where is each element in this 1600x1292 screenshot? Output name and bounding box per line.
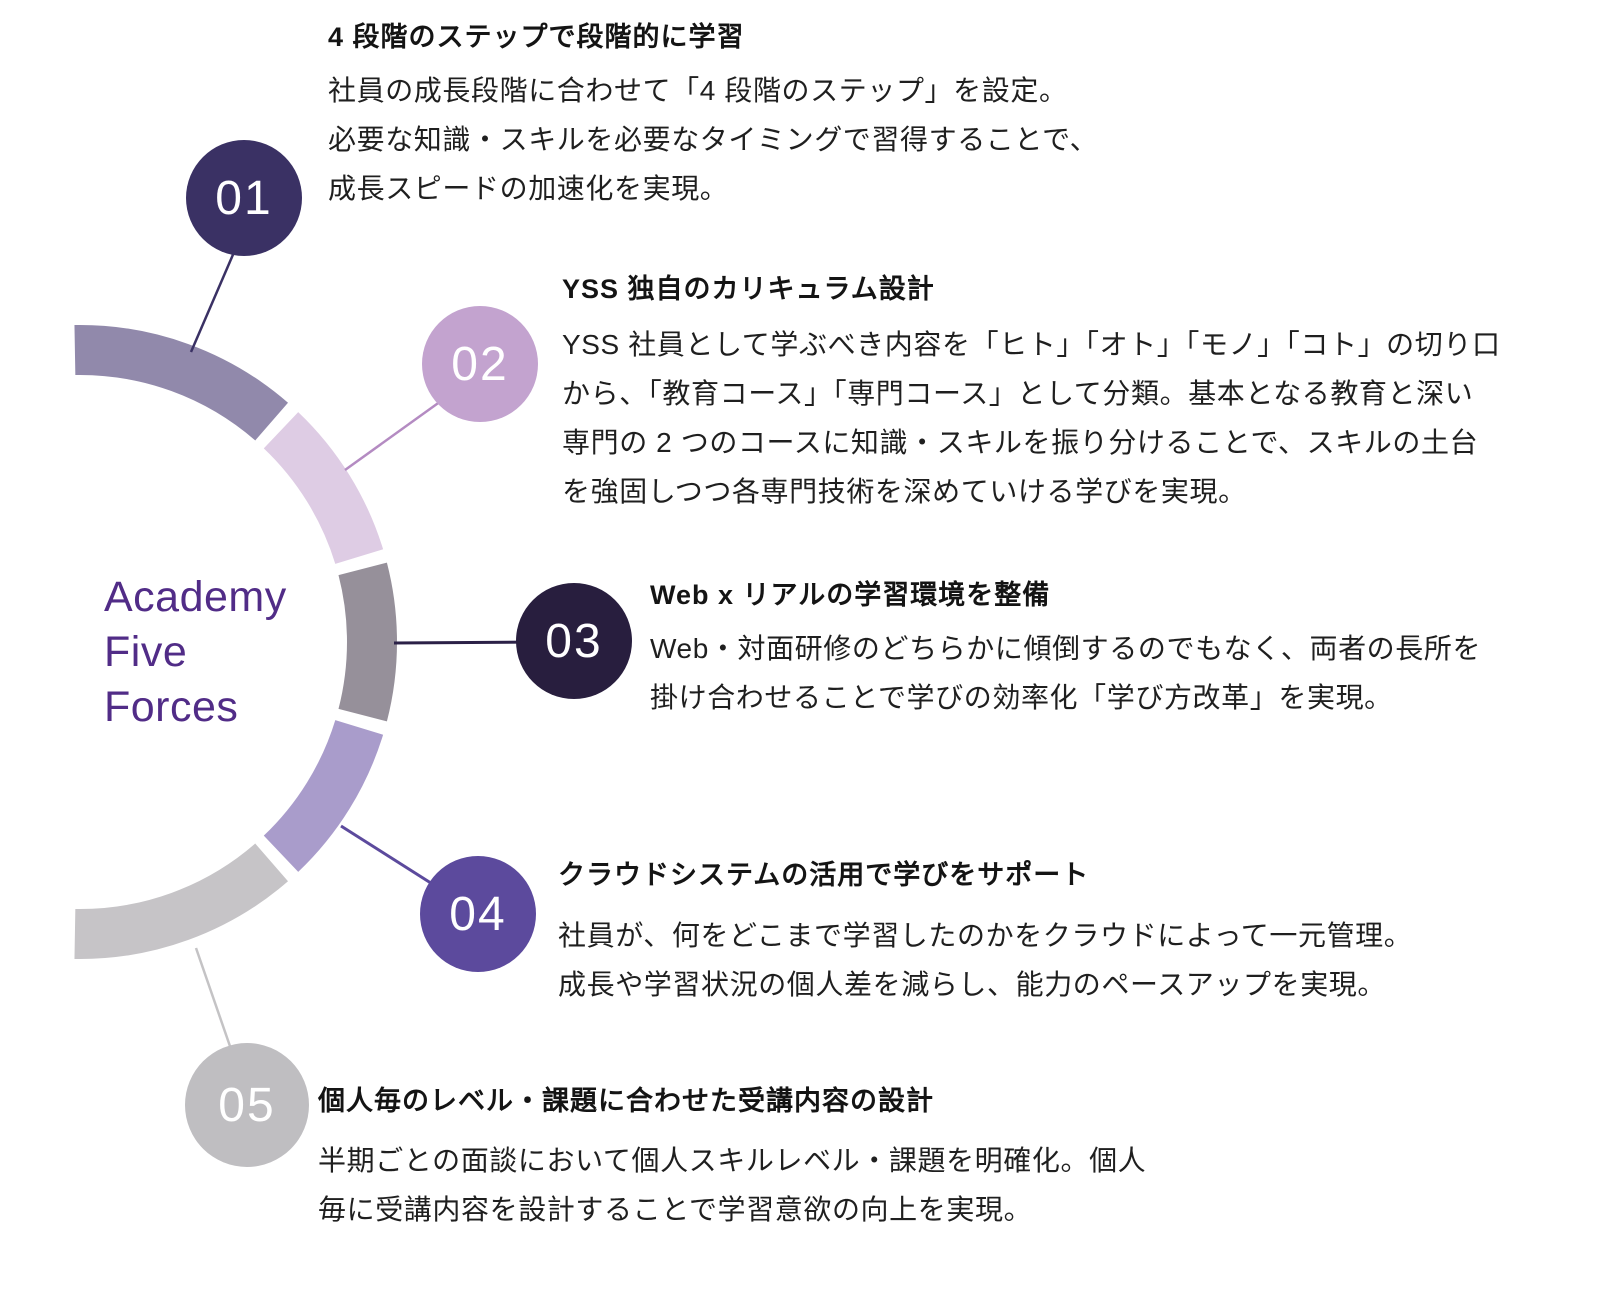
step-4-body-line: 成長や学習状況の個人差を減らし、能力のペースアップを実現。 bbox=[558, 969, 1387, 1000]
step-1-body: 社員の成長段階に合わせて「4 段階のステップ」を設定。 必要な知識・スキルを必要… bbox=[328, 66, 1098, 213]
step-2-body-line: 専門の 2 つのコースに知識・スキルを振り分けることで、スキルの土台 bbox=[562, 427, 1479, 458]
step-number-5: 05 bbox=[218, 1079, 275, 1132]
step-circle-2 bbox=[422, 306, 538, 422]
connector-line-3 bbox=[393, 640, 541, 645]
step-5-body-line: 毎に受講内容を設計することで学習意欲の向上を実現。 bbox=[318, 1194, 1033, 1225]
connector-line-4 bbox=[340, 824, 446, 894]
step-1-body-line: 社員の成長段階に合わせて「4 段階のステップ」を設定。 bbox=[328, 75, 1068, 106]
step-2-body-line: から、「教育コース」「専門コース」として分類。基本となる教育と深い bbox=[562, 378, 1474, 409]
brand-line-2: Five bbox=[104, 628, 188, 676]
step-1-body-line: 成長スピードの加速化を実現。 bbox=[328, 173, 729, 204]
step-1-body-line: 必要な知識・スキルを必要なタイミングで習得することで、 bbox=[328, 124, 1099, 155]
ring-segment-1 bbox=[74, 324, 288, 441]
ring-segment-3 bbox=[338, 562, 397, 722]
step-4-body: 社員が、何をどこまで学習したのかをクラウドによって一元管理。 成長や学習状況の個… bbox=[558, 911, 1412, 1009]
connector-line-5 bbox=[194, 947, 234, 1053]
brand-line-1: Academy bbox=[104, 573, 287, 621]
step-2-body-line: を強固しつつ各専門技術を深めていける学びを実現。 bbox=[562, 476, 1247, 507]
step-5-body: 半期ごとの面談において個人スキルレベル・課題を明確化。個人 毎に受講内容を設計す… bbox=[318, 1136, 1146, 1234]
step-3-body-line: Web・対面研修のどちらかに傾倒するのでもなく、両者の長所を bbox=[650, 633, 1482, 664]
step-number-2: 02 bbox=[451, 338, 508, 391]
ring-segment-4 bbox=[263, 719, 384, 872]
brand-title: Academy Five Forces bbox=[104, 570, 287, 735]
step-3-title: Web x リアルの学習環境を整備 bbox=[650, 580, 1051, 610]
step-circle-5 bbox=[185, 1043, 309, 1167]
step-circle-4 bbox=[420, 856, 536, 972]
step-2-body-line: YSS 社員として学ぶべき内容を「ヒト」「オト」「モノ」「コト」の切り口 bbox=[562, 329, 1501, 360]
step-3-body: Web・対面研修のどちらかに傾倒するのでもなく、両者の長所を 掛け合わせることで… bbox=[650, 624, 1481, 722]
ring-segment-2 bbox=[263, 412, 384, 565]
step-2-title: YSS 独自のカリキュラム設計 bbox=[562, 274, 935, 304]
step-circle-1 bbox=[186, 140, 302, 256]
brand-line-3: Forces bbox=[104, 683, 239, 731]
connector-line-2 bbox=[344, 394, 449, 472]
step-2-body: YSS 社員として学ぶべき内容を「ヒト」「オト」「モノ」「コト」の切り口 から、… bbox=[562, 320, 1501, 516]
step-number-4: 04 bbox=[449, 888, 506, 941]
step-number-1: 01 bbox=[215, 172, 272, 225]
step-4-body-line: 社員が、何をどこまで学習したのかをクラウドによって一元管理。 bbox=[558, 920, 1413, 951]
connector-line-1 bbox=[189, 242, 240, 353]
step-1-title: 4 段階のステップで段階的に学習 bbox=[328, 22, 745, 52]
ring-segment-5 bbox=[74, 843, 288, 960]
step-5-body-line: 半期ごとの面談において個人スキルレベル・課題を明確化。個人 bbox=[318, 1145, 1147, 1176]
step-4-title: クラウドシステムの活用で学びをサポート bbox=[558, 860, 1090, 890]
step-5-title: 個人毎のレベル・課題に合わせた受講内容の設計 bbox=[318, 1086, 934, 1116]
step-3-body-line: 掛け合わせることで学びの効率化「学び方改革」を実現。 bbox=[650, 682, 1393, 713]
step-circle-3 bbox=[516, 583, 632, 699]
step-number-3: 03 bbox=[545, 615, 602, 668]
